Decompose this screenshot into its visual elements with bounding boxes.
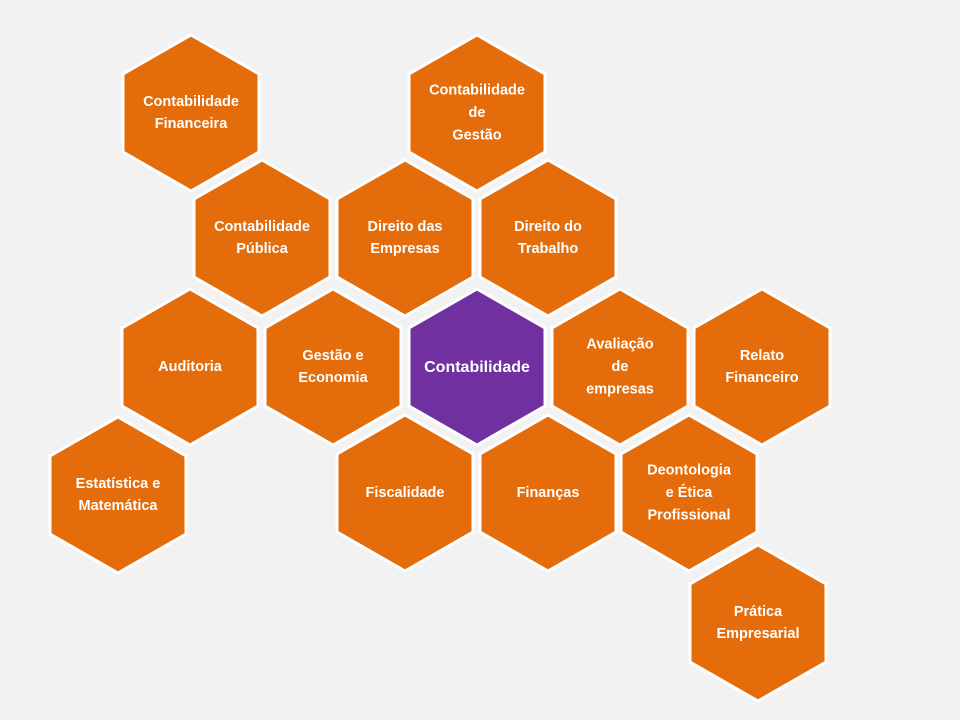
hexagon-shape: [478, 413, 618, 573]
hex-label: Finanças: [517, 485, 580, 501]
hex-label-line: e Ética: [666, 484, 714, 501]
hex-node-direito-do-trabalho: Direito do Trabalho: [478, 158, 618, 318]
hexagon-shape: [335, 158, 475, 318]
hex-label: Contabilidade: [424, 359, 530, 376]
hex-label-line: Finanças: [517, 485, 580, 501]
hex-label-line: Contabilidade: [424, 359, 530, 376]
hex-label-line: de: [612, 359, 629, 375]
hexagon-shape: [335, 413, 475, 573]
hexagon-shape: [688, 543, 828, 703]
hex-label-line: empresas: [586, 381, 654, 397]
hex-label-line: Direito das: [368, 219, 443, 235]
hex-node-contabilidade: Contabilidade: [407, 287, 547, 447]
hex-label-line: Direito do: [514, 219, 582, 235]
hexagon-shape: [619, 413, 759, 573]
hex-label-line: Contabilidade: [143, 94, 239, 110]
hexagon-shape: [407, 287, 547, 447]
hex-label: Gestão e Economia: [298, 348, 368, 386]
hex-label-line: Gestão e: [302, 348, 363, 364]
hex-node-gestao-e-economia: Gestão e Economia: [263, 287, 403, 447]
hex-label-line: Avaliação: [586, 337, 653, 353]
hexagon-shape: [120, 287, 260, 447]
hex-label-line: Empresarial: [716, 626, 799, 642]
hex-label-line: Profissional: [648, 507, 731, 523]
hex-label-line: de: [469, 105, 486, 121]
hexagon-shape: [692, 287, 832, 447]
hex-label-line: Contabilidade: [214, 219, 310, 235]
hex-label-line: Empresas: [370, 241, 439, 257]
hex-label: Direito do Trabalho: [514, 219, 582, 257]
hex-label-line: Deontologia: [647, 463, 732, 479]
hexagon-shape: [192, 158, 332, 318]
hex-label-line: Pública: [236, 241, 289, 257]
hex-label: Estatística e Matemática: [76, 476, 161, 514]
hex-label: Fiscalidade: [366, 485, 445, 501]
hex-node-estatistica-e-matematica: Estatística e Matemática: [48, 415, 188, 575]
hexagon-shape: [550, 287, 690, 447]
hexagon-shape: [121, 33, 261, 193]
hexagon-shape: [48, 415, 188, 575]
hexagon-shape: [407, 33, 547, 193]
hex-label-line: Prática: [734, 604, 783, 620]
hex-node-fiscalidade: Fiscalidade: [335, 413, 475, 573]
hex-label-line: Fiscalidade: [366, 485, 445, 501]
hexagon-shape: [478, 158, 618, 318]
hex-label-line: Estatística e: [76, 476, 161, 492]
hex-label-line: Trabalho: [518, 241, 579, 257]
hex-node-avaliacao-de-empresas: Avaliação de empresas: [550, 287, 690, 447]
hex-label-line: Auditoria: [158, 359, 223, 375]
hex-node-auditoria: Auditoria: [120, 287, 260, 447]
hexagon-shape: [263, 287, 403, 447]
hex-label-line: Economia: [298, 370, 368, 386]
hex-label-line: Financeira: [155, 116, 228, 132]
hex-label-line: Matemática: [79, 498, 159, 514]
hex-label-line: Financeiro: [725, 370, 798, 386]
hex-label: Auditoria: [158, 359, 223, 375]
hex-label-line: Contabilidade: [429, 83, 525, 99]
hex-label-line: Relato: [740, 348, 784, 364]
hex-node-financas: Finanças: [478, 413, 618, 573]
hex-label-line: Gestão: [452, 127, 501, 143]
hex-label: Avaliação de empresas: [586, 337, 654, 398]
